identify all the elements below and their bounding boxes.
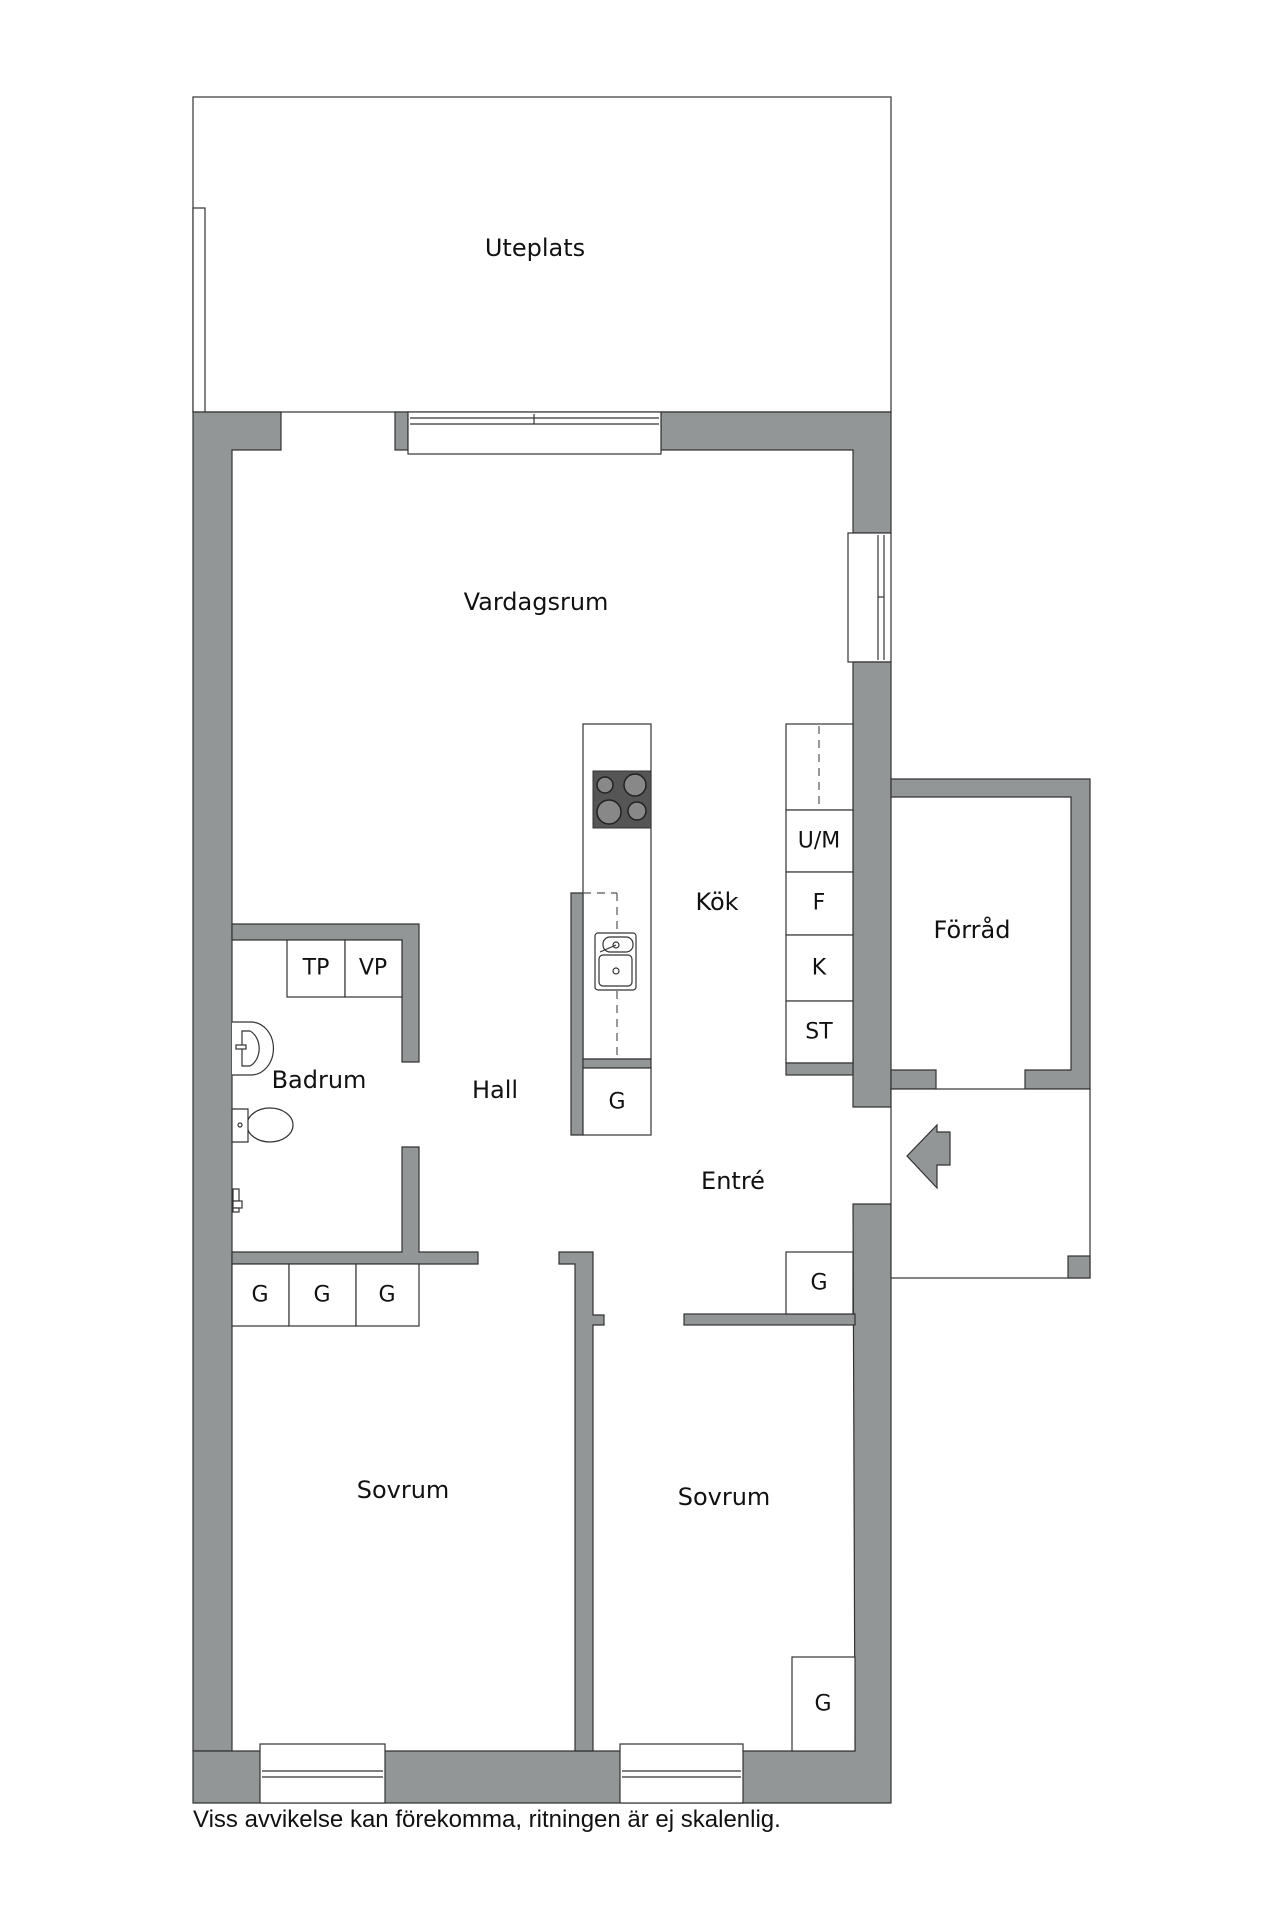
entrance-arrow-icon: [906, 1123, 951, 1190]
room-label-hall: Hall: [471, 1076, 519, 1104]
cabinet-label-island-g: G: [608, 1089, 626, 1115]
room-label-sovrum-2: Sovrum: [677, 1483, 771, 1511]
toilet-icon: [231, 1107, 294, 1143]
window-right: [847, 532, 892, 663]
window-top: [407, 411, 662, 455]
island-cabinet-g: [582, 1067, 652, 1136]
uteplats-railing: [192, 207, 206, 413]
kitchen-sink-icon: [594, 932, 637, 991]
forrad-wall-left-bottom: [890, 1069, 937, 1090]
cabinet-label-f: F: [812, 890, 826, 916]
island-partition-wall: [570, 892, 584, 1136]
island-divider: [582, 1058, 652, 1069]
forrad-walls: [890, 778, 1091, 1090]
kitchen-wall-base: [785, 1062, 854, 1076]
cabinet-label-um: U/M: [797, 828, 841, 854]
room-label-badrum: Badrum: [271, 1066, 367, 1094]
sovrum2-wall-top: [683, 1313, 856, 1326]
outer-wall-top-right: [660, 411, 892, 534]
wardrobe-label-g-2: G: [313, 1282, 331, 1308]
porch-post: [1067, 1255, 1091, 1279]
room-label-sovrum-1: Sovrum: [356, 1476, 450, 1504]
room-label-vardagsrum: Vardagsrum: [463, 588, 609, 616]
cabinet-label-vp: VP: [358, 955, 388, 981]
cabinet-st: [785, 1000, 854, 1064]
bedroom-partition-wall: [558, 1251, 605, 1752]
cabinet-label-k: K: [811, 955, 827, 981]
disclaimer-note: Viss avvikelse kan förekomma, ritningen …: [193, 1806, 781, 1833]
cabinet-vp: [344, 939, 403, 998]
window-bottom-left: [259, 1743, 386, 1804]
uteplats-area: [192, 96, 892, 413]
sovrum-wardrobe-g: [791, 1656, 856, 1752]
window-bottom-right: [619, 1743, 744, 1804]
cabinet-tp: [286, 939, 346, 998]
outer-wall-top-left: [192, 411, 282, 1752]
room-label-kok: Kök: [695, 888, 739, 916]
wardrobe-g-2: [288, 1263, 357, 1327]
room-label-entre: Entré: [701, 1167, 765, 1195]
wardrobe-label-sovrum-g: G: [814, 1691, 832, 1717]
room-label-uteplats: Uteplats: [484, 234, 586, 262]
wardrobe-label-g-1: G: [251, 1282, 269, 1308]
entry-porch: [890, 1088, 1091, 1279]
wardrobe-label-g-3: G: [378, 1282, 396, 1308]
cabinet-f: [785, 871, 854, 936]
room-label-forrad: Förråd: [933, 916, 1011, 944]
wall-stub: [394, 411, 409, 451]
cabinet-um: [785, 809, 854, 873]
shower-mixer-icon: [232, 1188, 243, 1213]
cabinet-k: [785, 934, 854, 1002]
washbasin-icon: [232, 1021, 275, 1076]
wardrobe-g-3: [355, 1263, 420, 1327]
wardrobe-label-entre-g: G: [810, 1270, 828, 1296]
cooktop-icon: [592, 770, 652, 829]
entre-wardrobe-g: [785, 1251, 854, 1315]
badrum-wall-top: [231, 923, 420, 1063]
badrum-wall-bottom: [231, 1146, 479, 1265]
kitchen-counter-top: [785, 723, 854, 811]
cabinet-label-st: ST: [805, 1019, 833, 1045]
outer-wall-right: [852, 661, 892, 1108]
cabinet-label-tp: TP: [302, 955, 330, 981]
